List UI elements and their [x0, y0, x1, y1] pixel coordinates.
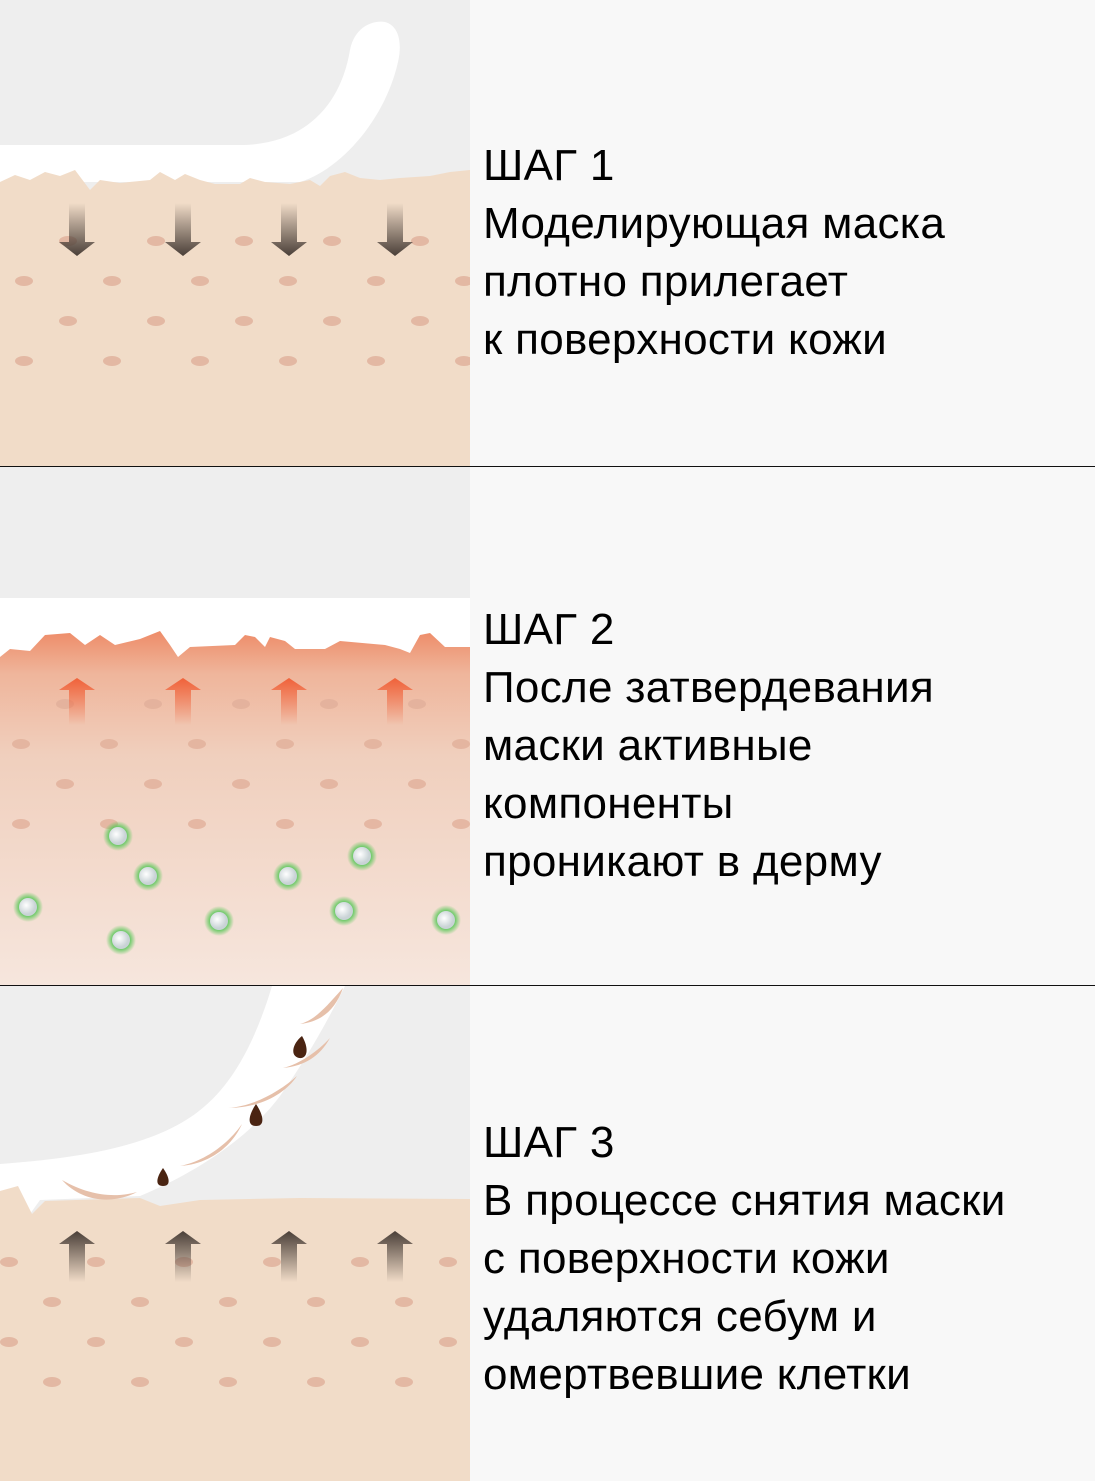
step-3-illustration	[0, 986, 470, 1481]
step-title: ШАГ 2	[483, 605, 615, 654]
step-text-line: к поверхности кожи	[483, 315, 887, 364]
step-2-description: ШАГ 2 После затвердевания маски активные…	[483, 601, 934, 891]
step-text-line: Моделирующая маска	[483, 199, 946, 248]
arrow-up-icon	[59, 1231, 413, 1282]
step-text-line: плотно прилегает	[483, 257, 849, 306]
step-text-line: компоненты	[483, 779, 734, 828]
step-text-line: омертвевшие клетки	[483, 1350, 911, 1399]
step-3: ШАГ 3 В процессе снятия маски с поверхно…	[0, 986, 1095, 1481]
step-text-line: с поверхности кожи	[483, 1234, 890, 1283]
arrow-up-icon	[59, 678, 413, 725]
skin-pore-dots	[12, 699, 470, 829]
arrow-down-icon	[59, 203, 413, 256]
step-text-line: проникают в дерму	[483, 837, 882, 886]
sebum-drop-icon	[157, 1036, 307, 1186]
step-1-illustration	[0, 0, 470, 466]
step-title: ШАГ 1	[483, 141, 615, 190]
active-component-particles	[13, 821, 461, 955]
divider	[0, 985, 1095, 986]
step-1: ШАГ 1 Моделирующая маска плотно прилегае…	[0, 0, 1095, 466]
step-text-line: После затвердевания	[483, 663, 935, 712]
dead-skin-flakes	[62, 988, 343, 1200]
step-3-description: ШАГ 3 В процессе снятия маски с поверхно…	[483, 1114, 1006, 1404]
step-text-line: В процессе снятия маски	[483, 1176, 1006, 1225]
step-2: ШАГ 2 После затвердевания маски активные…	[0, 467, 1095, 985]
skin-pore-dots	[15, 236, 470, 366]
step-title: ШАГ 3	[483, 1118, 615, 1167]
divider	[0, 466, 1095, 467]
step-2-illustration	[0, 467, 470, 985]
step-text-line: удаляются себум и	[483, 1292, 877, 1341]
step-text-line: маски активные	[483, 721, 813, 770]
step-1-description: ШАГ 1 Моделирующая маска плотно прилегае…	[483, 137, 945, 369]
skin-pore-dots	[0, 1257, 457, 1387]
